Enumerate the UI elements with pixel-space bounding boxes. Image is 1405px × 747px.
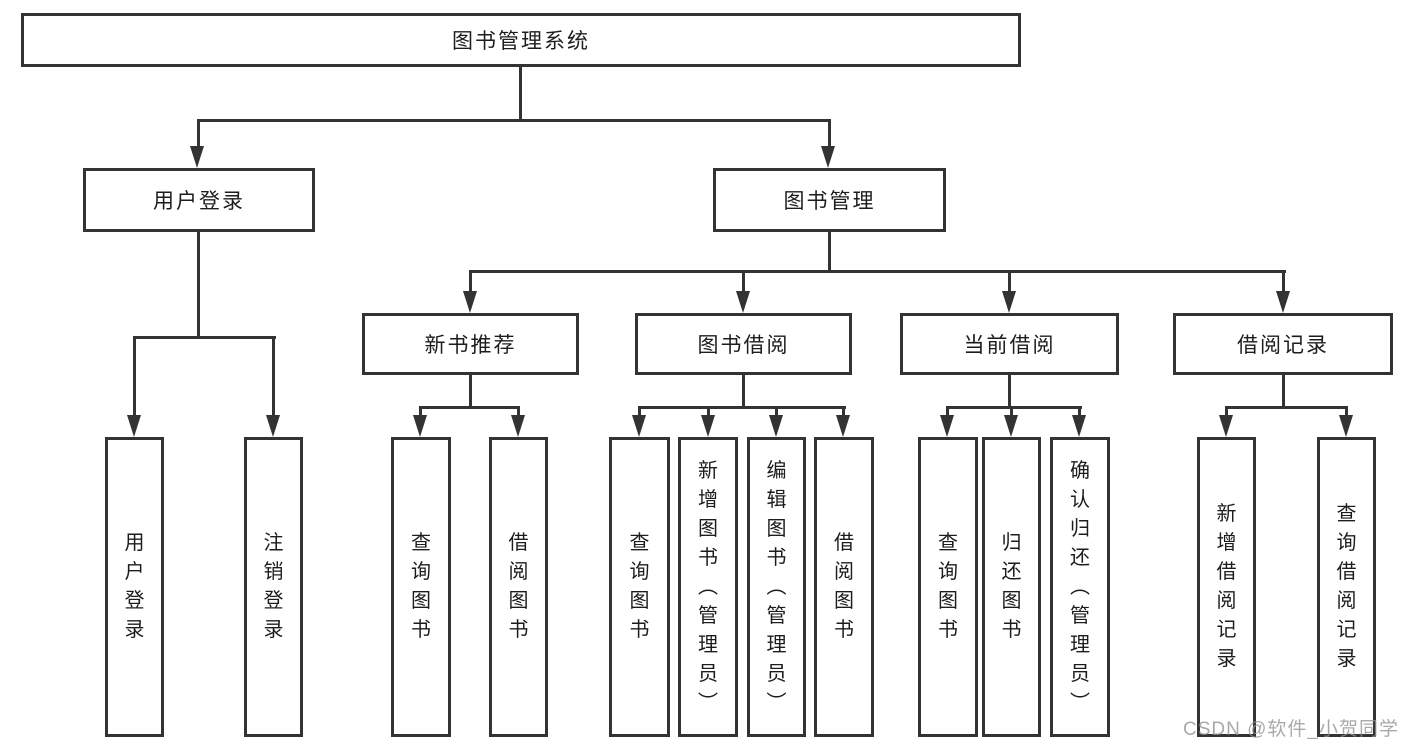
arrowhead-down-icon: [190, 146, 204, 168]
connector-stem: [419, 406, 422, 420]
arrowhead-down-icon: [1004, 415, 1018, 437]
arrowhead-down-icon: [1219, 415, 1233, 437]
leaf-add-book-admin-label: 新增图书︵管理员︶: [698, 459, 718, 714]
connector-stem: [707, 406, 710, 420]
leaf-confirm-return-admin-label: 确认归还︵管理员︶: [1070, 459, 1090, 714]
leaf-logout: 注销登录: [244, 437, 303, 737]
connector-stem: [1225, 406, 1228, 420]
leaf-query-book-current: 查询图书: [918, 437, 978, 737]
arrowhead-down-icon: [127, 415, 141, 437]
csdn-watermark: CSDN @软件_小贺同学: [1183, 719, 1399, 740]
leaf-add-borrow-record: 新增借阅记录: [1197, 437, 1256, 737]
connector-bar: [1225, 406, 1348, 409]
leaf-confirm-return-admin: 确认归还︵管理员︶: [1050, 437, 1110, 737]
arrowhead-down-icon: [266, 415, 280, 437]
node-current-borrow: 当前借阅: [900, 313, 1119, 375]
arrowhead-down-icon: [511, 415, 525, 437]
connector-stem: [828, 119, 831, 150]
connector-bar: [419, 406, 520, 409]
arrowhead-down-icon: [463, 291, 477, 313]
connector-stem: [197, 119, 200, 150]
connector-stem: [133, 336, 136, 420]
connector-bar: [469, 270, 1286, 273]
node-current-borrow-label: 当前借阅: [963, 334, 1056, 357]
node-new-book-recommend: 新书推荐: [362, 313, 579, 375]
leaf-query-book-recommend: 查询图书: [391, 437, 451, 737]
node-new-book-recommend-label: 新书推荐: [424, 334, 517, 357]
leaf-user-login: 用户登录: [105, 437, 164, 737]
connector-stem: [517, 406, 520, 420]
leaf-query-book-current-label: 查询图书: [938, 532, 958, 641]
leaf-borrow-book: 借阅图书: [814, 437, 874, 737]
connector-stem: [1282, 375, 1285, 409]
connector-stem: [272, 336, 275, 420]
node-user-login-label: 用户登录: [153, 190, 245, 213]
arrowhead-down-icon: [1072, 415, 1086, 437]
leaf-add-book-admin: 新增图书︵管理员︶: [678, 437, 738, 737]
leaf-query-borrow-record: 查询借阅记录: [1317, 437, 1376, 737]
arrowhead-down-icon: [1002, 291, 1016, 313]
connector-stem: [1010, 406, 1013, 420]
connector-stem: [1078, 406, 1081, 420]
arrowhead-down-icon: [940, 415, 954, 437]
connector-stem: [1282, 270, 1285, 295]
connector-stem: [519, 67, 522, 121]
leaf-query-book-borrow: 查询图书: [609, 437, 670, 737]
connector-stem: [1345, 406, 1348, 420]
leaf-borrow-book-recommend-label: 借阅图书: [508, 532, 529, 641]
connector-stem: [469, 375, 472, 409]
node-book-management-label: 图书管理: [783, 190, 876, 213]
node-root-label: 图书管理系统: [452, 30, 590, 53]
connector-stem: [775, 406, 778, 420]
leaf-borrow-book-label: 借阅图书: [834, 532, 854, 641]
arrowhead-down-icon: [836, 415, 850, 437]
connector-stem: [197, 232, 200, 339]
connector-stem: [469, 270, 472, 295]
leaf-user-login-label: 用户登录: [124, 532, 145, 641]
leaf-query-book-borrow-label: 查询图书: [629, 532, 650, 641]
leaf-edit-book-admin: 编辑图书︵管理员︶: [747, 437, 806, 737]
arrowhead-down-icon: [821, 146, 835, 168]
node-root: 图书管理系统: [21, 13, 1021, 67]
arrowhead-down-icon: [1339, 415, 1353, 437]
node-user-login: 用户登录: [83, 168, 315, 232]
leaf-add-borrow-record-label: 新增借阅记录: [1216, 503, 1237, 670]
leaf-query-borrow-record-label: 查询借阅记录: [1336, 503, 1357, 670]
node-book-borrow-label: 图书借阅: [697, 334, 790, 357]
connector-bar: [638, 406, 846, 409]
node-borrow-record-label: 借阅记录: [1237, 334, 1329, 357]
leaf-return-book: 归还图书: [982, 437, 1041, 737]
leaf-borrow-book-recommend: 借阅图书: [489, 437, 548, 737]
arrowhead-down-icon: [769, 415, 783, 437]
leaf-logout-label: 注销登录: [263, 532, 284, 641]
leaf-return-book-label: 归还图书: [1001, 532, 1022, 641]
arrowhead-down-icon: [736, 291, 750, 313]
connector-stem: [742, 270, 745, 295]
arrowhead-down-icon: [1276, 291, 1290, 313]
connector-bar: [133, 336, 276, 339]
node-borrow-record: 借阅记录: [1173, 313, 1393, 375]
arrowhead-down-icon: [701, 415, 715, 437]
connector-stem: [946, 406, 949, 420]
connector-bar: [946, 406, 1082, 409]
connector-stem: [828, 232, 831, 273]
leaf-query-book-recommend-label: 查询图书: [411, 532, 431, 641]
node-book-management: 图书管理: [713, 168, 946, 232]
arrowhead-down-icon: [413, 415, 427, 437]
arrowhead-down-icon: [632, 415, 646, 437]
node-book-borrow: 图书借阅: [635, 313, 852, 375]
leaf-edit-book-admin-label: 编辑图书︵管理员︶: [766, 459, 787, 714]
connector-stem: [742, 375, 745, 409]
connector-bar: [197, 119, 831, 122]
connector-stem: [842, 406, 845, 420]
connector-stem: [1008, 270, 1011, 295]
connector-stem: [1008, 375, 1011, 409]
connector-stem: [638, 406, 641, 420]
